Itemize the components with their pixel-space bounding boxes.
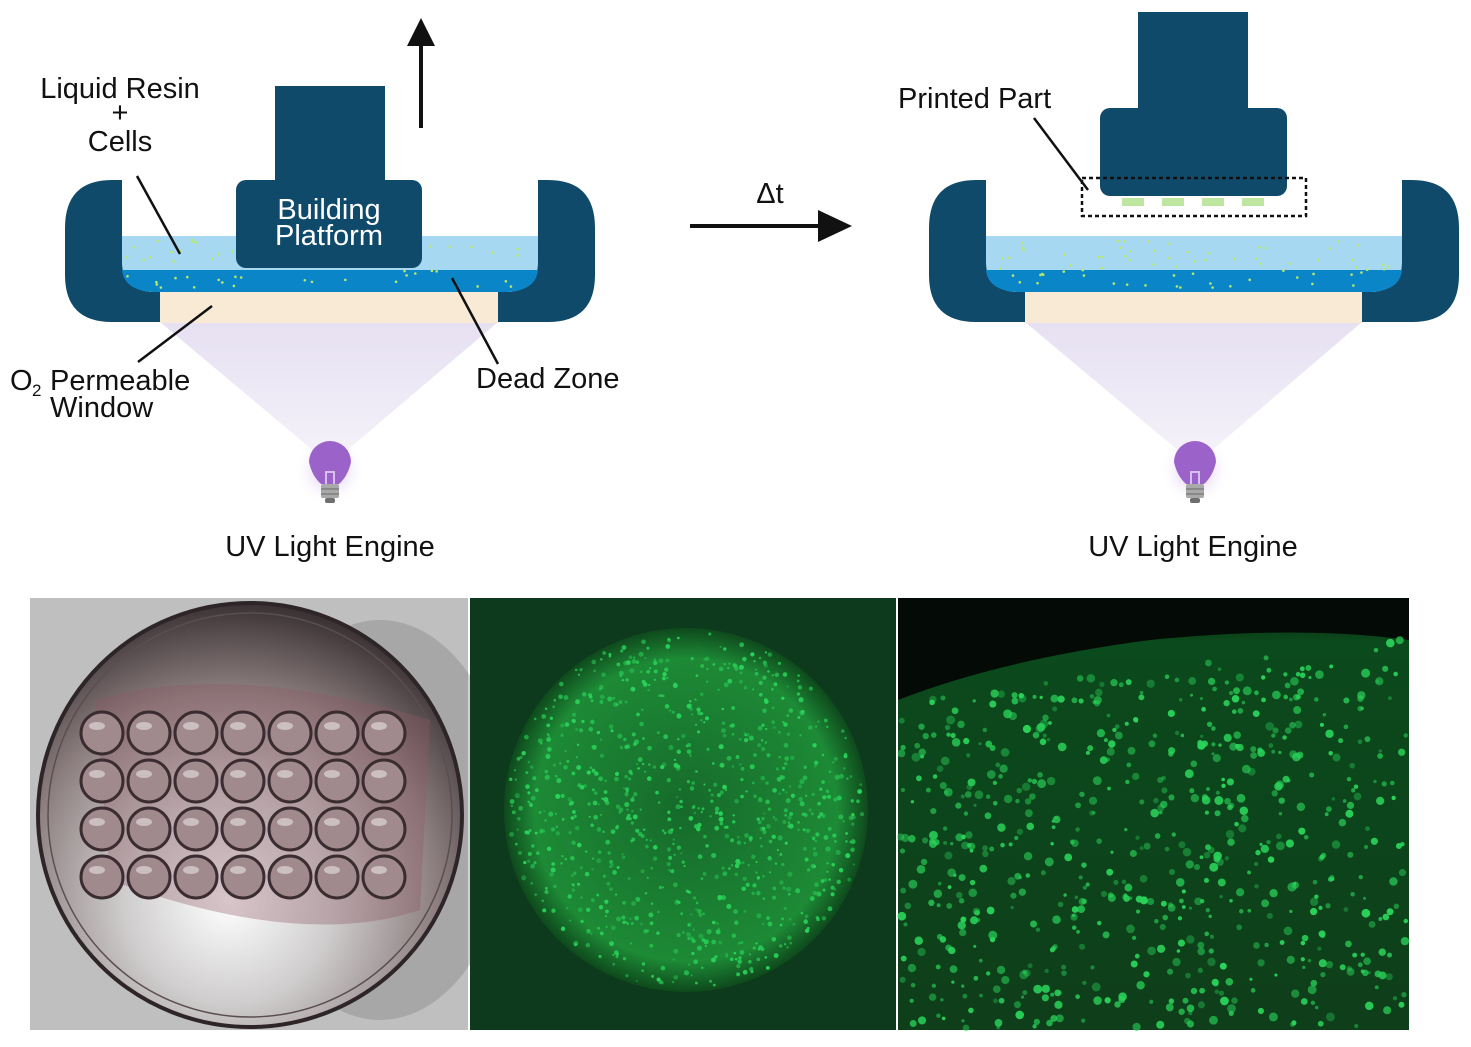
platform-label-1: Building [277,194,380,226]
dead-zone-left [122,270,538,292]
platform-stem-left [275,86,385,186]
uv-bulb-icon [294,434,366,506]
photo-printed-well-array [30,598,510,1030]
label-window-2: Window [50,392,154,424]
right-arrow-icon [818,210,852,242]
printed-part-block [1122,198,1144,206]
fluorescent-disc [504,628,868,992]
label-delta-t: Δt [756,178,783,210]
hydrogel-wells [79,710,407,900]
right-schematic: Printed Part UV Light Engine [898,12,1459,563]
label-cells: Cells [88,126,152,158]
resin-vat-right [929,180,1025,322]
label-plus: + [112,97,129,129]
label-window-sub: 2 [32,381,41,400]
label-uv-left: UV Light Engine [225,531,435,563]
leader-resin [135,175,182,255]
label-liquid-resin: Liquid Resin [40,73,200,105]
platform-label-2: Platform [275,220,383,252]
label-window-o: O [10,365,33,397]
uv-beam-right [1025,322,1362,452]
leader-printed-part [1033,117,1089,191]
leader-dead-zone [450,277,500,365]
building-platform-right [1100,108,1287,196]
dead-zone-right [986,270,1402,292]
left-schematic: Building Platform Liquid Resin + Cells O… [10,18,620,563]
up-arrow-icon [407,18,435,46]
label-uv-right: UV Light Engine [1088,531,1298,563]
cells-right [998,239,1391,289]
printed-part-box [1080,176,1308,218]
label-printed-part: Printed Part [898,83,1051,115]
time-step-arrow: Δt [690,178,852,242]
photo-fluorescent-tissue [896,598,1410,1032]
resin-vat-left [65,180,160,322]
building-platform-left [236,180,422,268]
leader-window [137,305,213,363]
o2-window-left [160,292,498,323]
photo-fluorescent-disc [470,598,896,1030]
label-window-1: Permeable [50,365,190,397]
platform-stem-right [1138,12,1248,116]
o2-window-right [1025,292,1362,323]
uv-beam-left [160,322,498,452]
label-dead-zone: Dead Zone [476,363,620,395]
uv-bulb-icon [1159,434,1231,506]
